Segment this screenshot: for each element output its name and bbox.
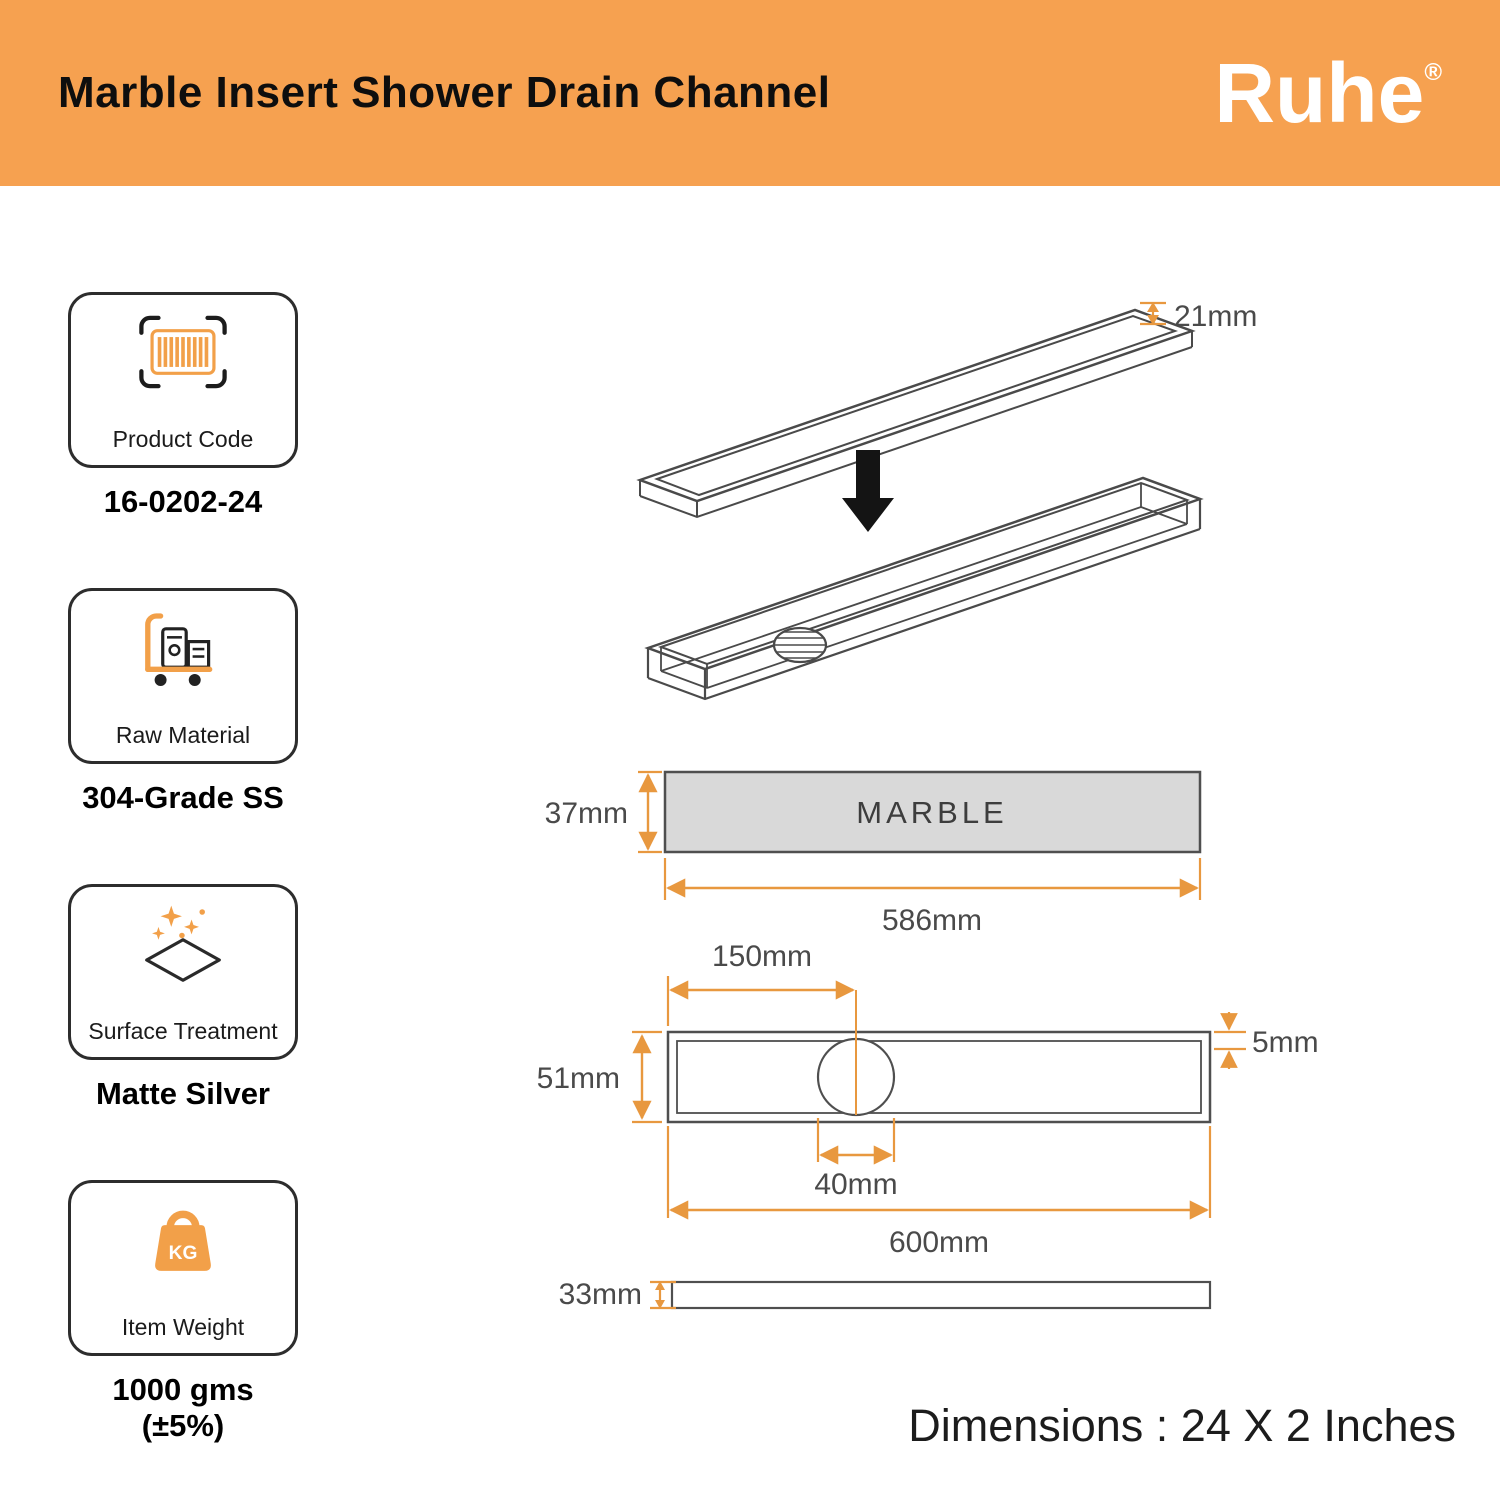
spec-card: Raw Material bbox=[68, 588, 298, 764]
dim-150mm: 150mm bbox=[666, 940, 855, 1026]
dim-40mm: 40mm bbox=[814, 1118, 898, 1201]
svg-text:37mm: 37mm bbox=[545, 797, 628, 830]
spec-value-raw-material: 304-Grade SS bbox=[82, 780, 284, 815]
spec-card: KG Item Weight bbox=[68, 1180, 298, 1356]
channel-top-view: 150mm 51mm 5mm 40mm 600mm bbox=[537, 940, 1319, 1259]
marble-side-view: MARBLE 37mm 586mm bbox=[545, 770, 1202, 937]
spec-group-product-code: Product Code 16-0202-24 bbox=[68, 292, 298, 520]
svg-text:40mm: 40mm bbox=[814, 1168, 897, 1201]
sparkle-icon bbox=[135, 903, 231, 990]
barcode-icon bbox=[135, 311, 231, 398]
technical-drawings: 21mm MARBLE 37mm 586mm bbox=[500, 260, 1500, 1345]
dim-51mm: 51mm bbox=[537, 1030, 662, 1124]
spec-value-surface-treatment: Matte Silver bbox=[95, 1076, 270, 1111]
dim-33mm: 33mm bbox=[559, 1278, 676, 1311]
spec-card: Surface Treatment bbox=[68, 884, 298, 1060]
spec-value-product-code: 16-0202-24 bbox=[103, 484, 263, 519]
dim-600mm: 600mm bbox=[666, 1126, 1212, 1259]
spec-label: Raw Material bbox=[115, 722, 251, 748]
svg-text:51mm: 51mm bbox=[537, 1062, 620, 1095]
svg-text:150mm: 150mm bbox=[712, 940, 812, 973]
spec-card: Product Code bbox=[68, 292, 298, 468]
spec-group-surface-treatment: Surface Treatment Matte Silver bbox=[68, 884, 298, 1112]
dim-21mm: 21mm bbox=[1140, 300, 1257, 333]
spec-group-item-weight: KG Item Weight 1000 gms (±5%) bbox=[68, 1180, 298, 1444]
drain-hole bbox=[772, 626, 828, 664]
svg-text:33mm: 33mm bbox=[559, 1278, 642, 1311]
marble-label: MARBLE bbox=[856, 795, 1007, 830]
header-bar: Marble Insert Shower Drain Channel Ruhe® bbox=[0, 0, 1500, 186]
spec-label: Item Weight bbox=[121, 1314, 245, 1340]
dim-5mm: 5mm bbox=[1214, 1012, 1319, 1069]
overall-dimensions-text: Dimensions : 24 X 2 Inches bbox=[908, 1400, 1456, 1451]
channel-profile-view: 33mm bbox=[559, 1278, 1212, 1311]
page-title: Marble Insert Shower Drain Channel bbox=[58, 68, 831, 117]
dim-37mm: 37mm bbox=[545, 770, 662, 854]
svg-text:21mm: 21mm bbox=[1174, 300, 1257, 333]
down-arrow bbox=[842, 450, 894, 532]
svg-text:600mm: 600mm bbox=[889, 1226, 989, 1259]
exploded-view: 21mm bbox=[636, 300, 1257, 701]
svg-text:586mm: 586mm bbox=[882, 904, 982, 937]
spec-value-item-weight: 1000 gms (±5%) bbox=[112, 1372, 254, 1443]
spec-label: Surface Treatment bbox=[88, 1018, 278, 1044]
weight-icon: KG bbox=[135, 1199, 231, 1286]
svg-text:5mm: 5mm bbox=[1252, 1026, 1319, 1059]
spec-group-raw-material: Raw Material 304-Grade SS bbox=[68, 588, 298, 816]
brand-logo: Ruhe® bbox=[1214, 51, 1442, 135]
weight-kg-text: KG bbox=[169, 1243, 198, 1264]
registered-mark: ® bbox=[1424, 59, 1442, 86]
spec-column: Product Code 16-0202-24 Raw bbox=[68, 292, 298, 1512]
dim-586mm: 586mm bbox=[663, 858, 1202, 937]
trolley-icon bbox=[135, 607, 231, 694]
spec-label: Product Code bbox=[112, 426, 254, 452]
brand-text: Ruhe bbox=[1214, 46, 1425, 140]
